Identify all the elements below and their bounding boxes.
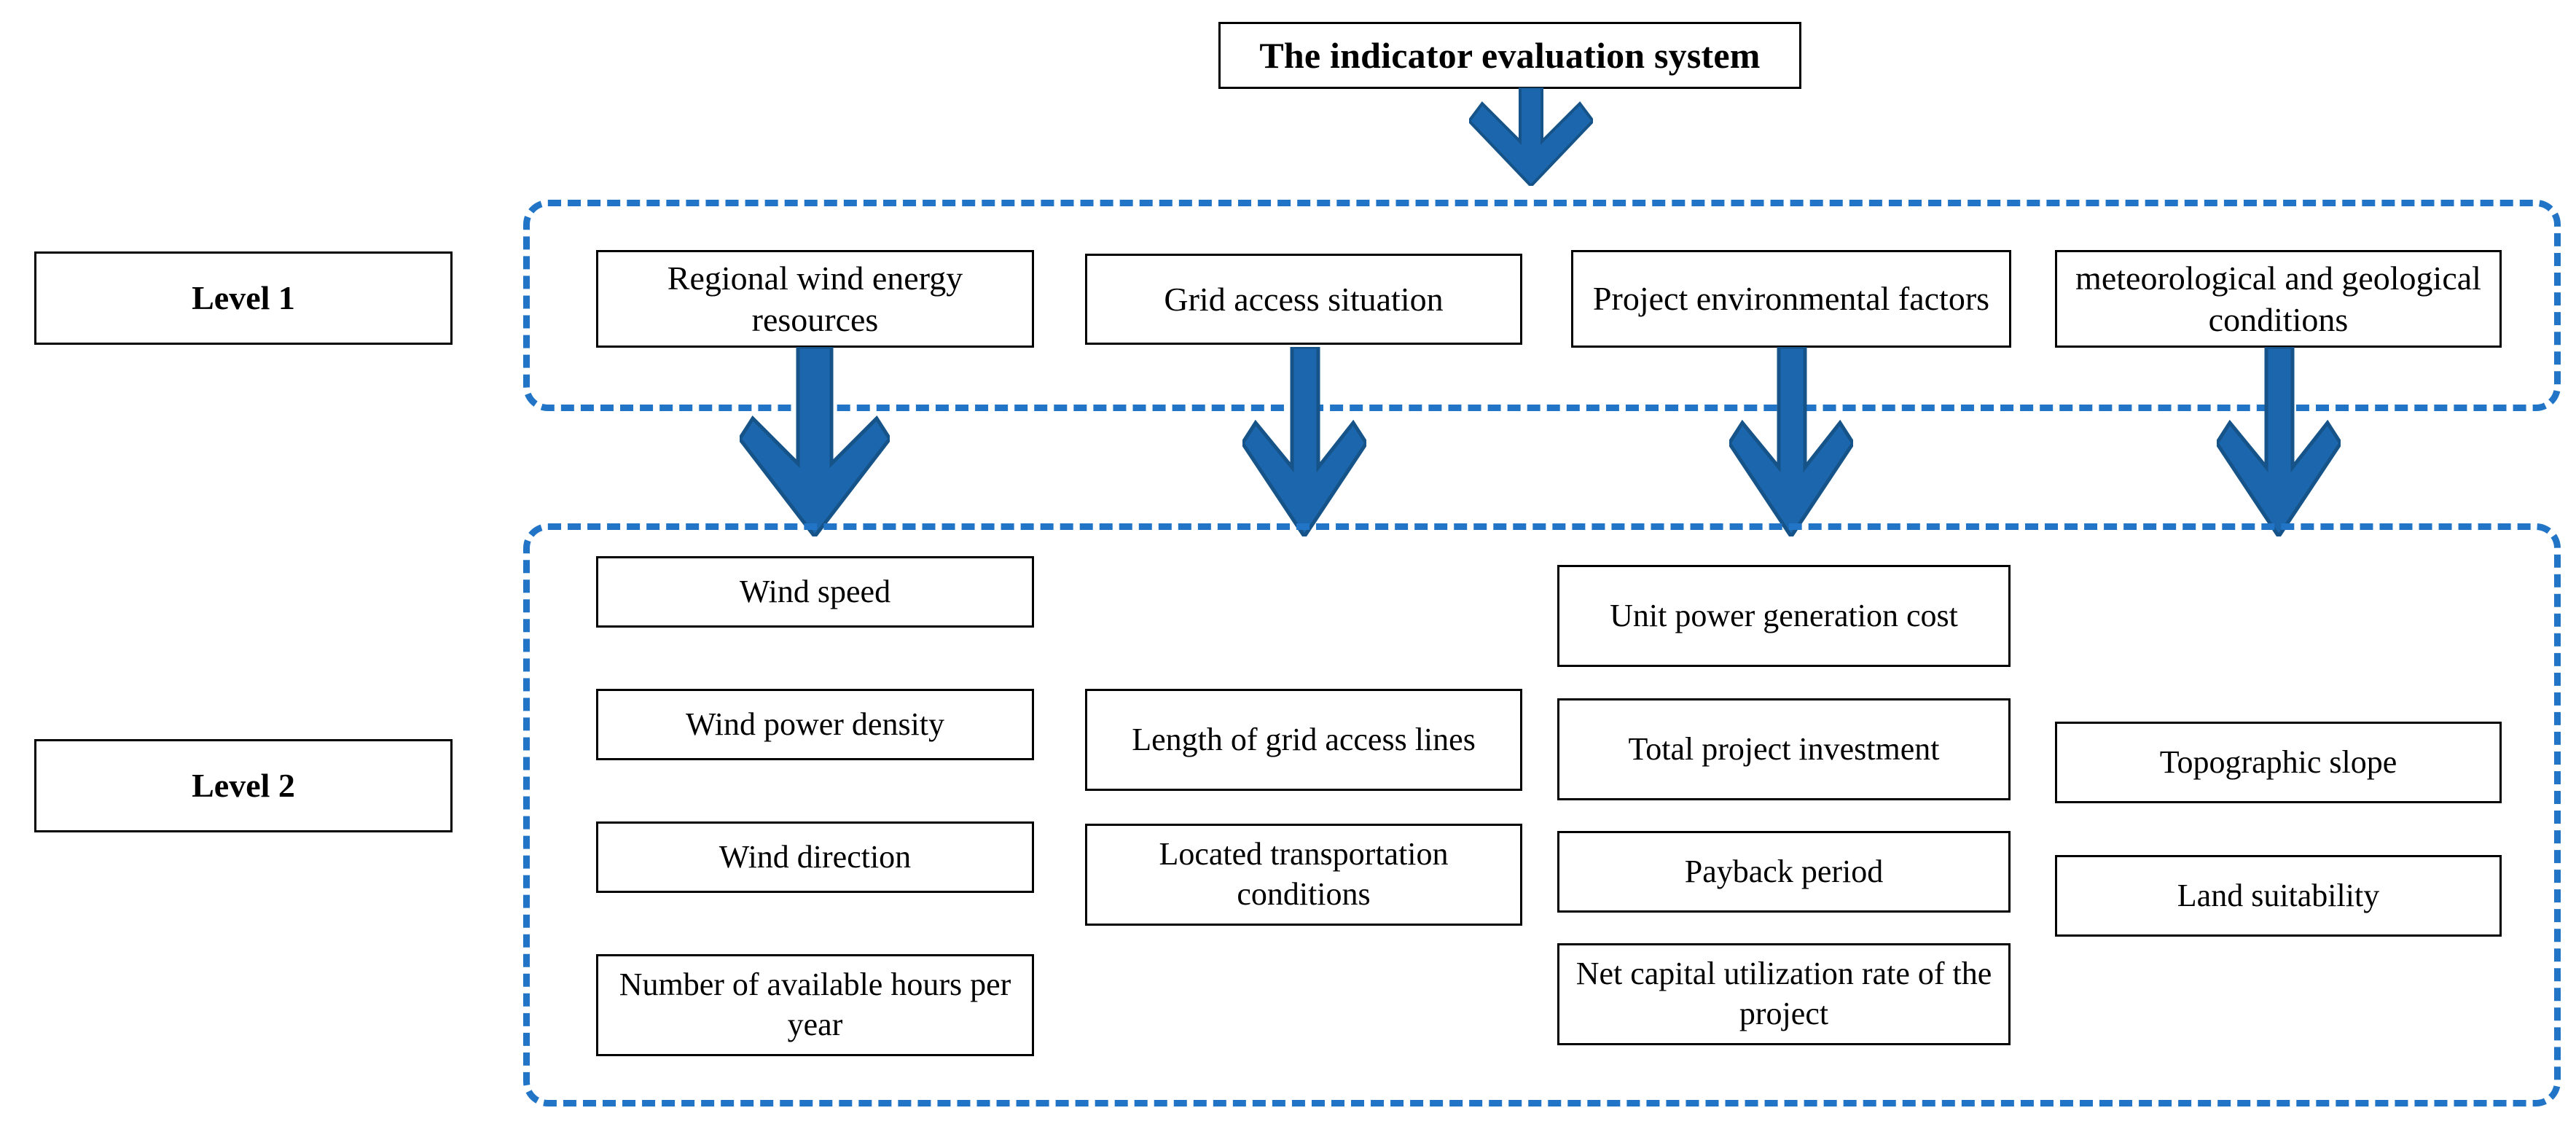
level-label-level1: Level 1: [34, 251, 453, 345]
level1-item-grid-access-situation[interactable]: Grid access situation: [1085, 254, 1522, 345]
level2-item-total-project-investment[interactable]: Total project investment: [1557, 698, 2011, 800]
level1-label: Level 1: [192, 279, 295, 317]
level2-item-unit-power-generation-cost[interactable]: Unit power generation cost: [1557, 565, 2011, 667]
level2-item-label: Located transportation conditions: [1159, 836, 1449, 912]
level1-item-project-environmental-factors[interactable]: Project environmental factors: [1571, 250, 2011, 348]
level2-item-label: Topographic slope: [2159, 743, 2397, 780]
level2-item-label: Net capital utilization rate of the proj…: [1575, 956, 1992, 1031]
arrow-level1-to-level2-col1: [740, 347, 890, 536]
level2-item-label: Total project investment: [1628, 730, 1940, 767]
level2-item-wind-direction[interactable]: Wind direction: [596, 821, 1034, 893]
level1-item-label: meteorological and geological conditions: [2075, 259, 2481, 338]
level2-label: Level 2: [192, 767, 295, 805]
level2-item-label: Length of grid access lines: [1132, 721, 1476, 757]
level2-item-label: Wind speed: [739, 573, 891, 609]
level1-item-regional-wind-energy-resources[interactable]: Regional wind energy resources: [596, 250, 1034, 348]
level2-item-wind-speed[interactable]: Wind speed: [596, 556, 1034, 628]
arrow-level1-to-level2-col2: [1242, 347, 1366, 536]
level2-item-label: Unit power generation cost: [1610, 597, 1958, 633]
level1-item-label: Regional wind energy resources: [667, 259, 963, 338]
arrow-level1-to-level2-col3: [1729, 347, 1853, 536]
level2-item-located-transportation-conditions[interactable]: Located transportation conditions: [1085, 824, 1522, 926]
level1-group-frame: [523, 200, 2561, 411]
level2-item-number-of-available-hours-per-year[interactable]: Number of available hours per year: [596, 954, 1034, 1056]
level1-item-label: Grid access situation: [1164, 280, 1444, 318]
level2-item-payback-period[interactable]: Payback period: [1557, 831, 2011, 913]
level2-item-land-suitability[interactable]: Land suitability: [2055, 855, 2502, 937]
diagram-title-box: The indicator evaluation system: [1218, 22, 1801, 89]
level1-item-meteorological-and-geological-conditions[interactable]: meteorological and geological conditions: [2055, 250, 2502, 348]
level2-group-frame: [523, 523, 2561, 1106]
level2-item-label: Wind power density: [685, 706, 945, 742]
arrow-level1-to-level2-col4: [2217, 347, 2341, 536]
page-title: The indicator evaluation system: [1259, 35, 1761, 76]
level1-item-label: Project environmental factors: [1592, 280, 1990, 318]
level2-item-length-of-grid-access-lines[interactable]: Length of grid access lines: [1085, 689, 1522, 791]
level2-item-topographic-slope[interactable]: Topographic slope: [2055, 722, 2502, 803]
level2-item-label: Wind direction: [719, 838, 912, 875]
level2-item-wind-power-density[interactable]: Wind power density: [596, 689, 1034, 760]
level2-item-label: Payback period: [1684, 853, 1884, 889]
arrow-root-to-level1: [1469, 87, 1593, 186]
level2-item-net-capital-utilization-rate-of-the-project[interactable]: Net capital utilization rate of the proj…: [1557, 943, 2011, 1045]
level2-item-label: Land suitability: [2177, 877, 2380, 913]
level2-item-label: Number of available hours per year: [619, 967, 1011, 1042]
level-label-level2: Level 2: [34, 739, 453, 832]
